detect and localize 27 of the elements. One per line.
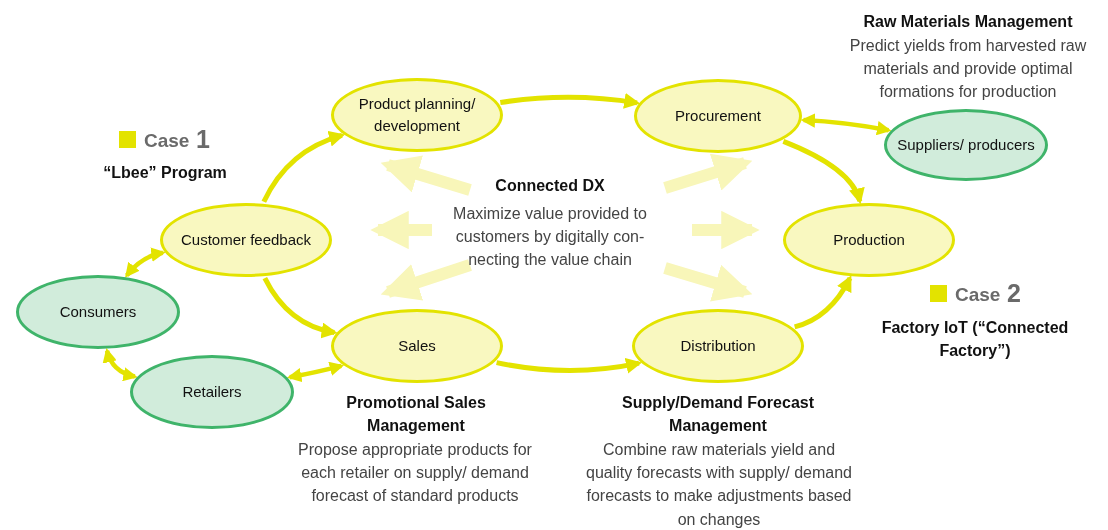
annotation-heading: Promotional Sales Management [345,393,487,437]
node-label: Product planning/ development [357,94,477,136]
arrow [261,131,345,203]
node-label: Distribution [679,336,757,357]
case-title: “Lbee” Program [102,163,228,183]
node-label: Production [832,230,906,251]
center-heading: Connected DX [494,176,606,196]
center-text: Maximize value provided to customers by digitally con- necting the value chain [452,204,648,271]
case-label: Case [955,283,1001,307]
annotation-text: Combine raw materials yield and quality forecasts with supply/ demand forecasts to make adjustments based on changes [585,440,853,530]
annotation-text: Propose appropriate products for each retailer on supply/ demand forecast of standard products [297,440,533,507]
node-label: Procurement [674,106,762,127]
arrow [496,357,643,374]
annotation-heading: Raw Materials Management [862,12,1074,32]
case-label: Case [144,129,190,153]
case-title: Factory IoT (“Connected Factory”) [880,318,1070,362]
arrow [793,275,853,330]
node-label: Retailers [181,382,243,403]
case-number: 2 [1007,278,1021,309]
node-label: Customer feedback [179,230,313,251]
node-label: Consumers [58,302,138,323]
node-label: Suppliers/ producers [896,135,1036,156]
annotation-heading: Supply/Demand Forecast Management [620,393,815,437]
case-number: 1 [196,124,210,155]
annotation-text: Predict yields from harvested raw materials and provide optimal formations for production [848,36,1088,103]
arrow [782,139,864,205]
node-label: Sales [397,336,437,357]
